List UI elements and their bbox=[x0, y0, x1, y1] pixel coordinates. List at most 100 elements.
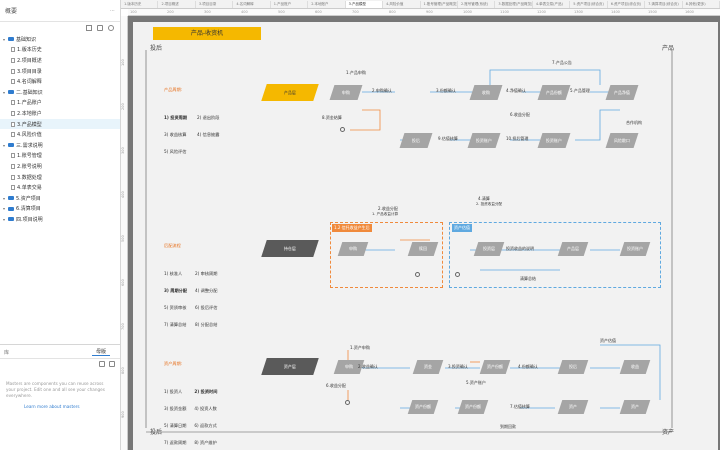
ruler-mark: 500 bbox=[278, 10, 285, 14]
note-n9: 9.估值核算 bbox=[438, 136, 458, 141]
page-tab[interactable]: 6.资产项目(综合页) bbox=[608, 1, 646, 8]
page-tab[interactable]: 1.版本历史 bbox=[121, 1, 159, 8]
page-tab[interactable]: 2.本地账户 bbox=[308, 1, 346, 8]
page-folder[interactable]: ▾二.基础知识 bbox=[0, 87, 120, 98]
chevron-down-icon[interactable]: ▾ bbox=[2, 216, 5, 222]
chevron-down-icon[interactable]: ▾ bbox=[2, 36, 5, 42]
tab-libraries[interactable]: 库 bbox=[4, 350, 10, 356]
page-tab[interactable]: 2.项目概述 bbox=[158, 1, 196, 8]
page-folder[interactable]: ▾6.清算项目 bbox=[0, 204, 120, 215]
add-page-icon[interactable] bbox=[86, 25, 92, 31]
shape-s3-fund[interactable]: 资金 bbox=[412, 360, 444, 374]
page-item[interactable]: 3.项目目录 bbox=[0, 66, 120, 77]
shape-s2-invest-account[interactable]: 投资账户 bbox=[619, 242, 651, 256]
ruler-mark: 1400 bbox=[611, 10, 620, 14]
shape-label: 收益 bbox=[631, 364, 639, 369]
page-item[interactable]: 3.产品模型 bbox=[0, 118, 120, 130]
shape-s2-subscribe[interactable]: 申购 bbox=[337, 242, 369, 256]
chevron-down-icon[interactable]: ▾ bbox=[2, 206, 5, 212]
chevron-down-icon[interactable]: ▾ bbox=[2, 142, 5, 148]
page-item[interactable]: 2.账号说明 bbox=[0, 161, 120, 172]
shape-invest-account[interactable]: 投资账户 bbox=[467, 133, 501, 148]
page-folder[interactable]: ▾5.资产项目 bbox=[0, 193, 120, 204]
shape-label: 产品份额 bbox=[546, 89, 562, 95]
shape-label: 产品净值 bbox=[614, 89, 630, 95]
page-label: 1.账号管理 bbox=[17, 153, 42, 160]
chevron-down-icon[interactable]: ▾ bbox=[2, 89, 5, 95]
ruler-mark: 800 bbox=[389, 10, 396, 14]
page-label: 2.本地账户 bbox=[17, 110, 42, 117]
shape-s3-asset-2[interactable]: 资产 bbox=[619, 400, 651, 414]
ruler-mark: 1300 bbox=[574, 10, 583, 14]
page-tab[interactable]: 3.项目目录 bbox=[196, 1, 234, 8]
page-tab[interactable]: 1.产品账户 bbox=[271, 1, 309, 8]
pages-toolbar bbox=[0, 22, 120, 34]
shape-product-nav[interactable]: 产品净值 bbox=[605, 85, 639, 100]
page-item[interactable]: 3.数据处理 bbox=[0, 172, 120, 183]
ruler-mark: 700 bbox=[121, 323, 125, 330]
shape-s2-product-layer[interactable]: 产品层 bbox=[557, 242, 589, 256]
page-item[interactable]: 4.风险价值 bbox=[0, 129, 120, 140]
page-tab[interactable]: 2.账号管理(系统) bbox=[458, 1, 496, 8]
shape-s3-asset-share[interactable]: 资产份额 bbox=[479, 360, 511, 374]
page-tab[interactable]: 4.风险价值 bbox=[383, 1, 421, 8]
legend-product-heading: 产品周期: bbox=[164, 87, 183, 93]
ruler-mark: 800 bbox=[121, 367, 125, 374]
page-icon bbox=[11, 174, 15, 180]
page-item[interactable]: 4.单表交易 bbox=[0, 182, 120, 193]
add-folder-icon[interactable] bbox=[97, 25, 103, 31]
page-icon bbox=[11, 153, 15, 159]
shape-s3-asset-share-2[interactable]: 资产份额 bbox=[407, 400, 439, 414]
page-tab[interactable]: 4.单表交易(产品) bbox=[533, 1, 571, 8]
shape-risk-exposure[interactable]: 风险敞口 bbox=[605, 133, 639, 148]
marker-circle bbox=[345, 400, 350, 405]
add-master-icon[interactable] bbox=[99, 361, 105, 367]
page-tab[interactable]: 3.数据处理(产品概览) bbox=[495, 1, 533, 8]
search-pages-icon[interactable] bbox=[108, 25, 114, 31]
shape-s2-invest-layer[interactable]: 投资层 bbox=[473, 242, 505, 256]
marker-circle bbox=[415, 272, 420, 277]
shape-asset-layer[interactable]: 资产层 bbox=[261, 358, 319, 375]
shape-invest-account-2[interactable]: 投资账户 bbox=[537, 133, 571, 148]
shape-s3-post[interactable]: 投后 bbox=[557, 360, 589, 374]
shape-post-invest[interactable]: 投后 bbox=[399, 133, 433, 148]
page-tab[interactable]: 5.资产项目(综合页) bbox=[570, 1, 608, 8]
legend-product: 产品周期: 1) 投资周期 3) 收益核算 5) 风险评估 2) 退出阶段 4)… bbox=[164, 76, 219, 177]
shape-position-layer[interactable]: 持仓层 bbox=[261, 240, 319, 257]
tab-masters[interactable]: 母版 bbox=[91, 348, 110, 356]
page-folder[interactable]: ▾基础知识 bbox=[0, 34, 120, 45]
note-c9: 到期回款 bbox=[500, 424, 516, 429]
shape-label: 资产份额 bbox=[465, 404, 481, 409]
shape-product-share[interactable]: 产品份额 bbox=[537, 85, 571, 100]
shape-redeem[interactable]: 收购 bbox=[469, 85, 503, 100]
shape-s3-asset[interactable]: 资产 bbox=[557, 400, 589, 414]
panel-options-icon[interactable]: ⋯ bbox=[110, 7, 115, 14]
page-tab[interactable]: 1.账号管理(产品概览) bbox=[421, 1, 458, 8]
process-box-blue bbox=[449, 222, 661, 288]
shape-s3-income[interactable]: 收益 bbox=[619, 360, 651, 374]
page-folder[interactable]: ▾四.项目说明 bbox=[0, 214, 120, 225]
chevron-down-icon[interactable]: ▾ bbox=[2, 195, 5, 201]
page-tab[interactable]: 3.产品模型 bbox=[345, 1, 384, 8]
page-item[interactable]: 2.项目概述 bbox=[0, 55, 120, 66]
page-tab[interactable]: 8.其他(更多) bbox=[683, 1, 720, 8]
page-label: 1.产品账户 bbox=[17, 100, 42, 107]
shape-s3-asset-share-3[interactable]: 资产份额 bbox=[457, 400, 489, 414]
page-tab[interactable]: 4.名词解释 bbox=[233, 1, 271, 8]
shape-subscribe[interactable]: 申购 bbox=[329, 85, 363, 100]
page-item[interactable]: 1.账号管理 bbox=[0, 151, 120, 162]
page-folder[interactable]: ▾三.需求说明 bbox=[0, 140, 120, 151]
legend-item: 1) 核准人 bbox=[164, 271, 183, 277]
page-item[interactable]: 1.版本历史 bbox=[0, 45, 120, 56]
legend-item: 2) 审核周期 bbox=[195, 271, 218, 277]
page-item[interactable]: 4.名词解释 bbox=[0, 76, 120, 87]
search-masters-icon[interactable] bbox=[109, 361, 115, 367]
learn-masters-link[interactable]: Learn more about masters bbox=[24, 404, 80, 409]
shape-product-layer[interactable]: 产品层 bbox=[261, 84, 319, 101]
ruler-mark: 500 bbox=[121, 235, 125, 242]
page-tab[interactable]: 7.清算项目(综合页) bbox=[645, 1, 683, 8]
page-item[interactable]: 1.产品账户 bbox=[0, 98, 120, 109]
page-item[interactable]: 2.本地账户 bbox=[0, 108, 120, 119]
shape-s2-redeem[interactable]: 赎回 bbox=[407, 242, 439, 256]
